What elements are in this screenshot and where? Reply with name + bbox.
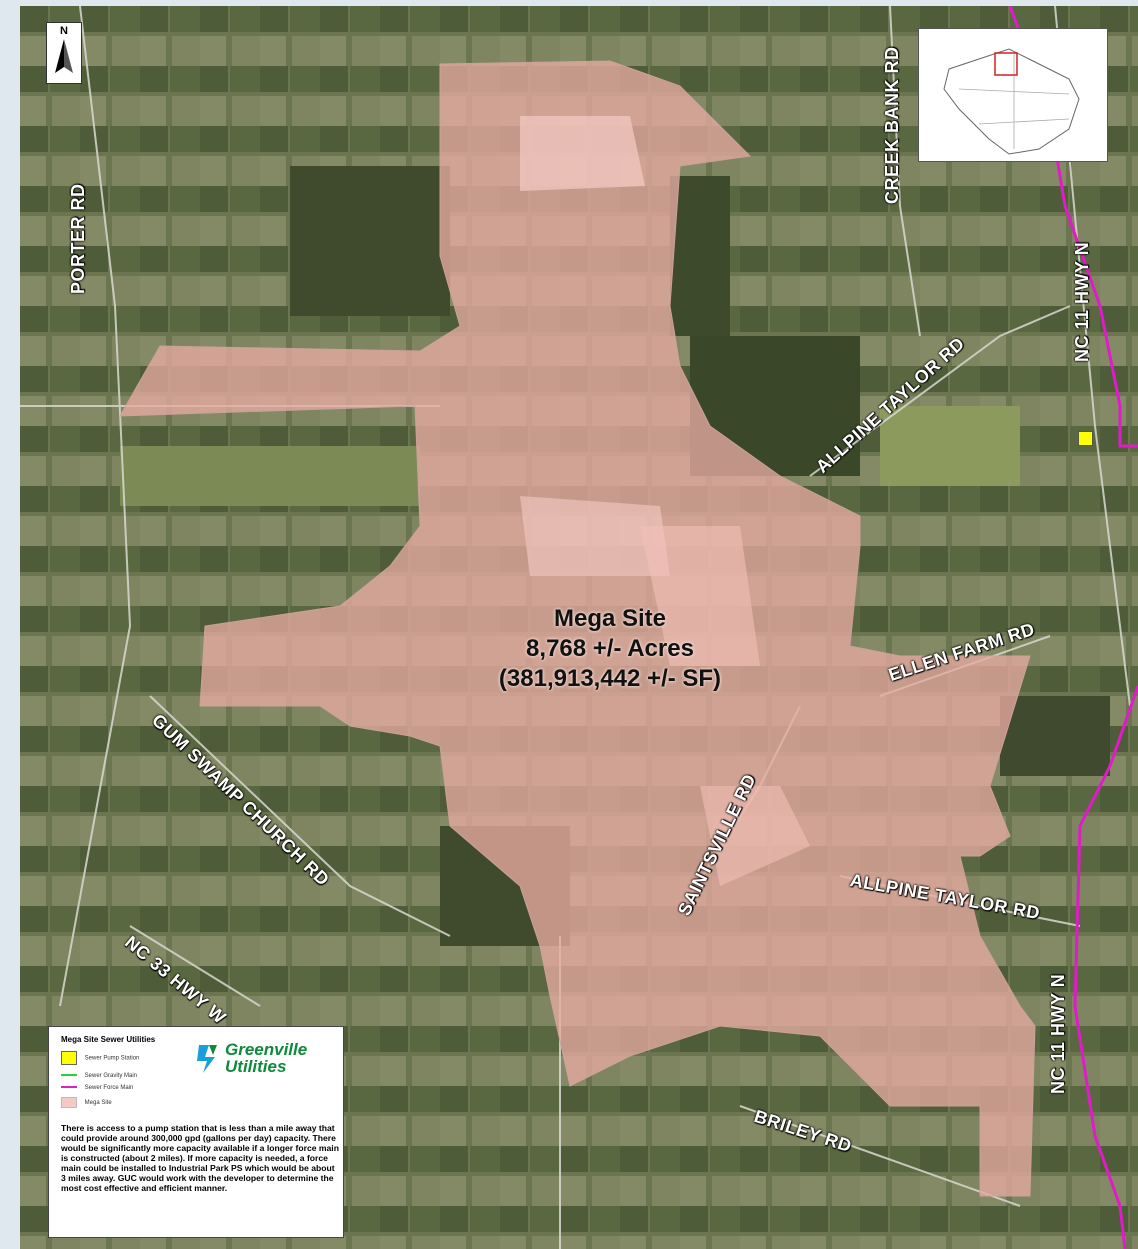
logo-line-2: Utilities: [225, 1057, 287, 1076]
site-square-feet: (381,913,442 +/- SF): [498, 665, 722, 692]
logo-text: Greenville Utilities: [225, 1041, 307, 1075]
field-patch: [120, 446, 420, 506]
field-patch: [880, 406, 1020, 486]
forest-patch: [1000, 696, 1110, 776]
map-legend: Mega Site Sewer Utilities Sewer Pump Sta…: [48, 1026, 344, 1238]
utilities-logo-icon: [197, 1045, 217, 1073]
pink-square-icon: [61, 1097, 77, 1108]
magenta-line-icon: [61, 1086, 77, 1089]
north-arrow: N: [46, 22, 82, 84]
legend-item-label: Sewer Pump Station: [84, 1055, 140, 1062]
mega-site-area[interactable]: [119, 60, 1036, 1197]
sewer-pump-station-marker[interactable]: [1078, 431, 1093, 446]
site-acres: 8,768 +/- Acres: [526, 635, 694, 662]
legend-item-label: Sewer Force Main: [84, 1085, 134, 1091]
mega-site-label: Mega Site 8,768 +/- Acres (381,913,442 +…: [410, 604, 810, 694]
legend-item-force-main: Sewer Force Main: [61, 1085, 133, 1091]
greenville-utilities-logo: Greenville Utilities: [195, 1041, 341, 1077]
site-name: Mega Site: [553, 605, 667, 632]
locator-inset-map[interactable]: [918, 28, 1108, 162]
legend-item-mega-site: Mega Site: [61, 1097, 112, 1108]
north-arrow-icon: [55, 39, 73, 73]
legend-item-label: Sewer Gravity Main: [84, 1073, 138, 1079]
legend-title: Mega Site Sewer Utilities: [61, 1035, 156, 1044]
legend-item-pump-station: Sewer Pump Station: [61, 1051, 139, 1065]
forest-patch: [290, 166, 450, 316]
yellow-square-icon: [61, 1051, 77, 1065]
road-label-nc-11-hwy-n-lower: NC 11 HWY N: [1048, 973, 1068, 1094]
legend-item-label: Mega Site: [84, 1100, 112, 1107]
north-label: N: [60, 25, 68, 37]
logo-line-1: Greenville: [225, 1040, 308, 1059]
legend-description: There is access to a pump station that i…: [61, 1123, 339, 1193]
site-parcel: [520, 496, 670, 576]
forest-patch: [670, 176, 730, 336]
site-parcel: [520, 116, 645, 191]
site-parcel: [640, 526, 760, 666]
road-label-nc-11-hwy-n-upper: NC 11 HWY N: [1072, 241, 1092, 362]
legend-item-gravity-main: Sewer Gravity Main: [61, 1073, 137, 1079]
county-outline-icon: [943, 48, 1080, 155]
site-parcel: [700, 786, 810, 886]
road-label-creek-bank-rd: CREEK BANK RD: [882, 46, 902, 204]
green-line-icon: [61, 1074, 77, 1077]
map-frame[interactable]: N PORTER RD CREEK BANK RD NC 11 HWY N AL…: [20, 6, 1138, 1249]
road-label-porter-rd: PORTER RD: [68, 183, 88, 294]
